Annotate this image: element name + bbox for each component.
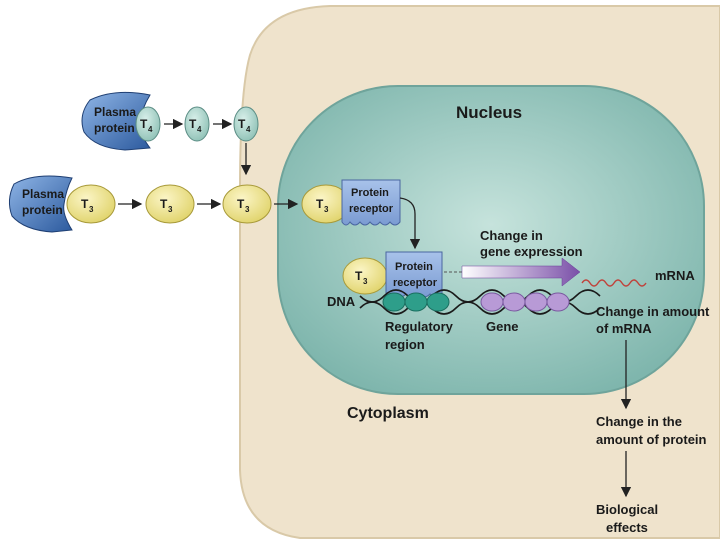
t4-molecule-2: T 4 bbox=[184, 106, 210, 142]
svg-text:receptor: receptor bbox=[393, 277, 438, 289]
svg-text:T: T bbox=[316, 197, 324, 211]
svg-text:3: 3 bbox=[89, 205, 94, 214]
biological-effects-line1: Biological bbox=[596, 502, 658, 517]
plasma-protein-left: Plasma protein bbox=[8, 175, 73, 233]
plasma-protein-top-line2: protein bbox=[94, 121, 135, 135]
svg-text:T: T bbox=[238, 117, 246, 131]
gene-beads bbox=[480, 292, 570, 312]
change-protein-line2: amount of protein bbox=[596, 432, 707, 447]
arrow-receptor-to-dna bbox=[399, 197, 421, 250]
svg-text:T: T bbox=[140, 117, 148, 131]
svg-text:T: T bbox=[160, 197, 168, 211]
svg-text:Protein: Protein bbox=[351, 187, 389, 199]
plasma-protein-left-line1: Plasma bbox=[22, 187, 64, 201]
t3-molecule-1: T 3 bbox=[66, 184, 116, 224]
svg-text:T: T bbox=[237, 197, 245, 211]
gene-expression-arrow bbox=[461, 257, 581, 287]
change-gene-expression-line2: gene expression bbox=[480, 244, 583, 259]
svg-text:4: 4 bbox=[148, 125, 153, 134]
plasma-protein-top-line1: Plasma bbox=[94, 105, 136, 119]
regulatory-beads bbox=[382, 292, 450, 312]
dna-label: DNA bbox=[327, 294, 356, 309]
t3-molecule-2: T 3 bbox=[145, 184, 195, 224]
mrna-strand bbox=[581, 279, 647, 287]
biological-effects-line2: effects bbox=[606, 520, 648, 535]
cytoplasm-label: Cytoplasm bbox=[347, 405, 429, 422]
svg-text:4: 4 bbox=[197, 125, 202, 134]
gene-label: Gene bbox=[486, 319, 519, 334]
svg-text:3: 3 bbox=[245, 205, 250, 214]
svg-text:receptor: receptor bbox=[349, 203, 394, 215]
nucleus-region bbox=[277, 85, 705, 395]
regulatory-region-line2: region bbox=[385, 337, 425, 352]
svg-text:3: 3 bbox=[363, 277, 368, 286]
svg-text:T: T bbox=[355, 269, 363, 283]
change-mrna-line2: of mRNA bbox=[596, 321, 652, 336]
plasma-protein-top: Plasma protein bbox=[81, 91, 151, 151]
svg-text:3: 3 bbox=[324, 205, 329, 214]
svg-text:3: 3 bbox=[168, 205, 173, 214]
protein-receptor-top: Protein receptor bbox=[341, 179, 401, 226]
regulatory-region-line1: Regulatory bbox=[385, 319, 454, 334]
svg-text:4: 4 bbox=[246, 125, 251, 134]
plasma-protein-left-line2: protein bbox=[22, 203, 63, 217]
t3-molecule-bound: T 3 bbox=[342, 257, 388, 295]
change-gene-expression-line1: Change in bbox=[480, 228, 543, 243]
svg-text:T: T bbox=[189, 117, 197, 131]
change-protein-line1: Change in the bbox=[596, 414, 682, 429]
mrna-label: mRNA bbox=[655, 268, 695, 283]
t3-molecule-3: T 3 bbox=[222, 184, 272, 224]
nucleus-label: Nucleus bbox=[456, 103, 522, 122]
svg-text:Protein: Protein bbox=[395, 261, 433, 273]
change-mrna-line1: Change in amount bbox=[596, 304, 710, 319]
t4-molecule-1: T 4 bbox=[135, 106, 161, 142]
svg-text:T: T bbox=[81, 197, 89, 211]
t4-molecule-3: T 4 bbox=[233, 106, 259, 142]
